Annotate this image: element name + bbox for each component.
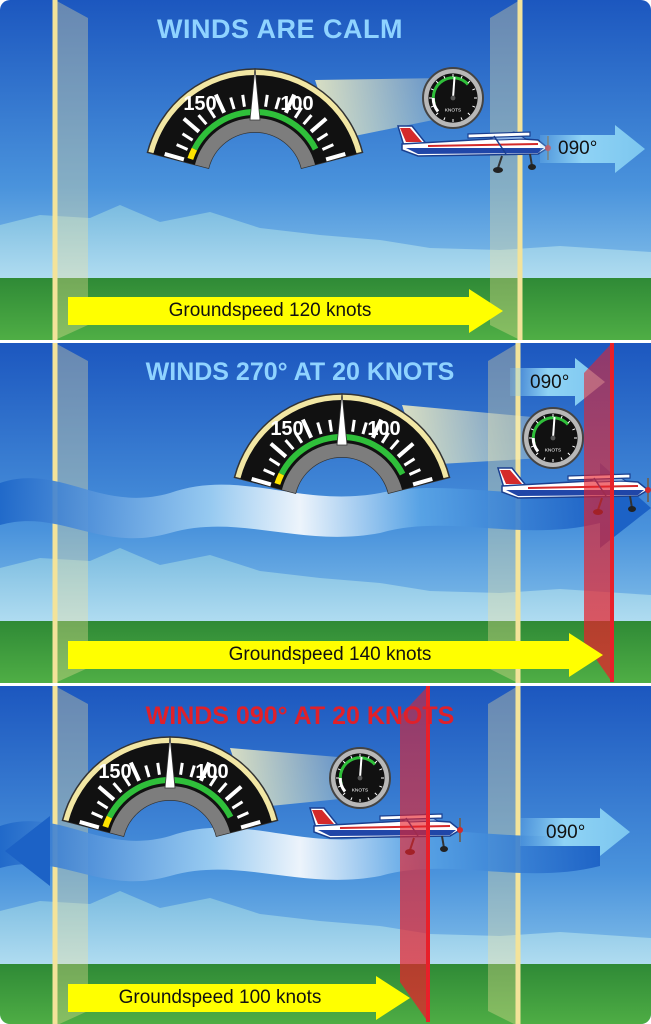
mountains: [0, 891, 651, 971]
airspeed-indicator-gauge: KNOTS: [329, 747, 391, 809]
panel-2-title: WINDS 270° AT 20 KNOTS: [145, 358, 455, 386]
asi-label-100: 100: [367, 418, 400, 440]
heading-label-1: 090°: [558, 138, 598, 159]
red-position-marker-2: [584, 343, 612, 682]
asi-label-150: 150: [98, 761, 131, 783]
gauge-unit-label: KNOTS: [445, 108, 462, 114]
airspeed-indicator-enlarged: 150 100: [233, 392, 451, 494]
groundspeed-label-1: Groundspeed 120 knots: [168, 300, 372, 321]
red-position-marker-3: [400, 686, 428, 1022]
panel-divider: [0, 683, 651, 686]
asi-label-150: 150: [270, 418, 303, 440]
panel-3-title: WINDS 090° AT 20 KNOTS: [145, 702, 455, 730]
groundspeed-arrow-3: [68, 976, 410, 1020]
panel-1-title: WINDS ARE CALM: [157, 14, 403, 44]
mountains: [0, 205, 651, 285]
groundspeed-arrow-2: [68, 633, 603, 677]
wind-ribbon: [0, 478, 600, 539]
airspeed-indicator-enlarged: 150 100: [146, 67, 364, 169]
heading-label-3: 090°: [546, 822, 586, 843]
right-frame: [490, 0, 520, 340]
panel-divider: [0, 340, 651, 343]
groundspeed-label-3: Groundspeed 100 knots: [118, 987, 322, 1008]
airspeed-indicator-gauge: KNOTS: [522, 407, 584, 469]
airspeed-indicator-gauge: KNOTS: [422, 67, 484, 129]
panel-1: [0, 0, 651, 340]
asi-label-100: 100: [195, 761, 228, 783]
left-frame: [55, 0, 88, 340]
mountains: [0, 548, 651, 628]
heading-arrow-2: [510, 358, 605, 406]
heading-arrow-3: [520, 808, 630, 856]
asi-label-150: 150: [183, 93, 216, 115]
airspeed-indicator-enlarged: 150 100: [61, 735, 279, 837]
wind-arrowhead: [5, 816, 50, 886]
heading-arrow-1: [540, 125, 645, 173]
gauge-unit-label: KNOTS: [352, 788, 369, 794]
gauge-unit-label: KNOTS: [545, 448, 562, 454]
asi-label-100: 100: [280, 93, 313, 115]
heading-label-2: 090°: [530, 372, 570, 393]
groundspeed-label-2: Groundspeed 140 knots: [228, 644, 432, 665]
groundspeed-arrow-1: [68, 289, 503, 333]
